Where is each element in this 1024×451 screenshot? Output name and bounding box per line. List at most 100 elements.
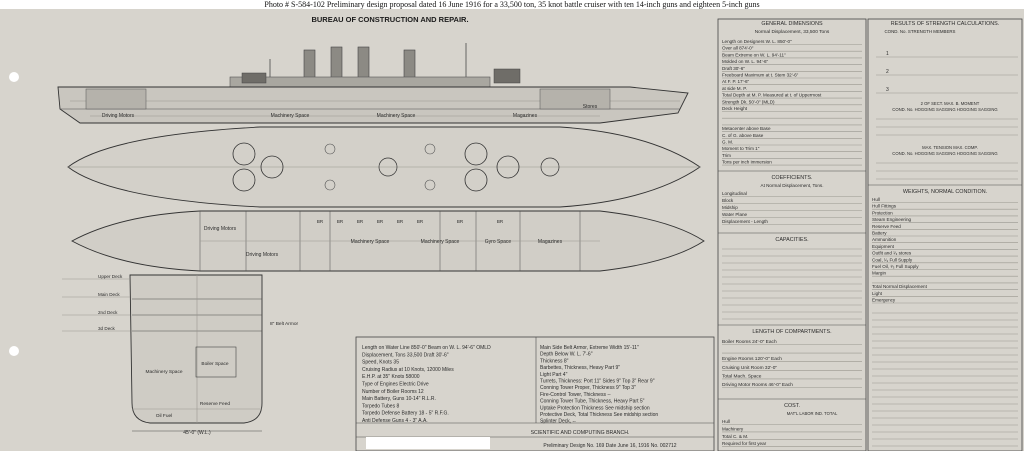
funnel-1 bbox=[303, 49, 316, 81]
strength-sub1b: COND. No. HOGGING SAGGING HOGGING SAGGIN… bbox=[892, 107, 997, 112]
redaction-box bbox=[366, 437, 490, 449]
cost-row-1: Machinery bbox=[722, 426, 744, 431]
particulars-left-row-8: Torpedo Tubes 8 bbox=[362, 403, 399, 409]
particulars-left-row-7: Main Battery, Guns 10-14" R.L.R. bbox=[362, 396, 436, 402]
weight-row-5: Battery bbox=[872, 231, 887, 236]
plan-label-br-8: BR bbox=[497, 219, 504, 224]
strength-title: RESULTS OF STRENGTH CALCULATIONS. bbox=[891, 21, 1000, 27]
weight-row-6: Ammunition bbox=[872, 237, 897, 242]
coefficient-row-4: Displacement - Length bbox=[722, 219, 768, 224]
section-upper-deck: Upper Deck bbox=[98, 274, 123, 279]
profile-label-machinery-1: Machinery Space bbox=[271, 113, 310, 119]
section-3d-deck: 3d Deck bbox=[98, 326, 116, 331]
weight-row-9: Coal, ¹⁄₃ Full Supply bbox=[872, 257, 913, 262]
ship-drawings: BUREAU OF CONSTRUCTION AND REPAIR. bbox=[57, 15, 705, 436]
particulars-right-row-3: Barbettes, Thickness, Heavy Part 9" bbox=[540, 365, 620, 371]
particulars-right-row-6: Conning Tower Proper, Thickness 9" Top 3… bbox=[540, 385, 636, 391]
section-2nd-deck: 2nd Deck bbox=[98, 310, 118, 315]
section-oil-fuel: Oil Fuel bbox=[156, 413, 173, 419]
section-beam-dimension: 45'-0" (W.L.) bbox=[183, 430, 211, 436]
weight-row-8: Outfit and ¹⁄₃ stores bbox=[872, 251, 912, 256]
section-boiler: Boiler Space bbox=[201, 361, 229, 367]
plan-label-machinery-1: Machinery Space bbox=[351, 239, 390, 245]
compartment-row-2: Engine Rooms 120'-0" Each bbox=[722, 356, 782, 362]
dimensions-title: GENERAL DIMENSIONS bbox=[761, 21, 823, 27]
particulars-left-row-9: Torpedo Defense Battery 18 - 5" R.F.G. bbox=[362, 411, 449, 417]
plan-label-br-4: BR bbox=[377, 219, 384, 224]
particulars-col1: Length on Water Line 850'-0" Beam on W. … bbox=[362, 345, 491, 424]
compartment-row-0: Boiler Rooms 24'-0" Each bbox=[722, 339, 777, 345]
particulars-right-row-9: Uptake Protection Thickness See midship … bbox=[540, 405, 650, 411]
section-belt-armor: 8" Belt Armor bbox=[270, 321, 298, 327]
profile-view: Driving Motors Machinery Space Machinery… bbox=[57, 43, 689, 124]
preliminary-design-no: Preliminary Design No. 169 Date June 16,… bbox=[543, 443, 676, 449]
strength-cond-3: 3 bbox=[886, 87, 889, 93]
cost-title: COST. bbox=[784, 403, 800, 409]
particulars-left-row-5: Type of Engines Electric Drive bbox=[362, 382, 429, 388]
dimension-row-8: Total Depth at M. P. Measured at t. of U… bbox=[722, 93, 822, 98]
particulars-left-row-10: Anti Defense Guns 4 - 3" A.A. bbox=[362, 418, 428, 424]
dimension-row-4: Draft 30'-6" bbox=[722, 66, 745, 71]
plan-label-driving-1: Driving Motors bbox=[204, 226, 237, 232]
dimension-row-9: Strength Dk. 50'-0" (MLD) bbox=[722, 99, 775, 104]
coefficient-row-0: Longitudinal bbox=[722, 191, 747, 196]
weight-row-0: Hull bbox=[872, 197, 880, 202]
funnel-3 bbox=[357, 46, 370, 81]
profile-label-magazines: Magazines bbox=[513, 113, 538, 119]
particulars-table: Length on Water Line 850'-0" Beam on W. … bbox=[355, 336, 715, 451]
funnel-4 bbox=[403, 49, 416, 81]
plan-label-br-2: BR bbox=[337, 219, 344, 224]
dimension-row-1: Over all 874'-0" bbox=[722, 46, 754, 51]
particulars-left-row-0: Length on Water Line 850'-0" Beam on W. … bbox=[362, 345, 491, 351]
dimension-row-16: Moment to Trim 1" bbox=[722, 146, 760, 151]
plan-label-br-5: BR bbox=[397, 219, 404, 224]
strength-panel: RESULTS OF STRENGTH CALCULATIONS. COND. … bbox=[867, 18, 1023, 451]
weight-row-10: Fuel Oil, ¹⁄₃ Full Supply bbox=[872, 264, 919, 269]
particulars-col2: Main Side Belt Armor, Extreme Width 15'-… bbox=[540, 345, 658, 425]
strength-lines bbox=[876, 56, 1018, 180]
dimension-row-7: at side M. P. bbox=[722, 86, 747, 91]
compartment-row-5: Driving Motor Rooms 46'-0" Each bbox=[722, 382, 793, 388]
weights-title: WEIGHTS, NORMAL CONDITION. bbox=[903, 189, 987, 195]
hold-plan-view: Driving Motors Driving Motors Machinery … bbox=[71, 210, 705, 272]
strength-cond-2: 2 bbox=[886, 69, 889, 75]
coefficients-title: COEFFICIENTS. bbox=[771, 175, 812, 181]
plan-label-gyro: Gyro Space bbox=[485, 239, 512, 245]
particulars-left-row-2: Speed, Knots 35 bbox=[362, 360, 399, 366]
plan-label-br-1: BR bbox=[317, 219, 324, 224]
particulars-left-row-3: Cruising Radius at 10 Knots, 12000 Miles bbox=[362, 367, 454, 373]
weight-row-7: Equipment bbox=[872, 244, 895, 249]
profile-label-machinery-2: Machinery Space bbox=[377, 113, 416, 119]
coefficient-row-2: Midship bbox=[722, 205, 738, 210]
paper-background: BUREAU OF CONSTRUCTION AND REPAIR. bbox=[0, 9, 1024, 451]
coefficient-row-3: Water Plane bbox=[722, 212, 748, 217]
deck-plan-view bbox=[67, 126, 701, 208]
weight-row-13: Total Normal Displacement bbox=[872, 284, 928, 289]
photo-caption: Photo # S-584-102 Preliminary design pro… bbox=[0, 0, 1024, 9]
bureau-title: BUREAU OF CONSTRUCTION AND REPAIR. bbox=[311, 15, 468, 24]
plan-label-driving-2: Driving Motors bbox=[246, 252, 279, 258]
strength-header: COND. No. STRENGTH MEMBERS bbox=[885, 29, 956, 34]
weight-row-14: Light bbox=[872, 291, 883, 296]
strength-sub2b: COND. No. HOGGING SAGGING HOGGING SAGGIN… bbox=[892, 151, 997, 156]
particulars-right-row-10: Protective Deck, Total Thickness See mid… bbox=[540, 412, 658, 418]
particulars-right-row-11: Splinter Deck, -- bbox=[540, 419, 576, 425]
binding-hole-bottom bbox=[9, 346, 19, 356]
dimension-row-6: At F. P. 17'-6" bbox=[722, 79, 750, 84]
particulars-left-row-1: Displacement, Tons 33,500 Draft 30'-6" bbox=[362, 352, 449, 358]
weight-row-2: Protection bbox=[872, 210, 893, 215]
capacities-title: CAPACITIES. bbox=[775, 237, 808, 243]
dimension-row-3: Molded on W. L. 94'-6" bbox=[722, 59, 769, 64]
strength-cond-1: 1 bbox=[886, 51, 889, 57]
strength-sub1: 2 OF SECT. MAX. B. MOMENT bbox=[921, 101, 980, 106]
compartment-row-4: Total Mach. Space bbox=[722, 373, 762, 379]
section-reserve-feed: Reserve Feed bbox=[200, 401, 230, 407]
normal-displacement: Normal Displacement, 33,500 Tons bbox=[755, 29, 830, 35]
coefficients-sub: At Normal Displacement, Tons. bbox=[761, 183, 824, 188]
particulars-left-row-4: E.H.P. at 35" Knots 58000 bbox=[362, 374, 420, 380]
plan-label-br-7: BR bbox=[457, 219, 464, 224]
dimension-row-13: Metacenter above Base bbox=[722, 126, 771, 131]
